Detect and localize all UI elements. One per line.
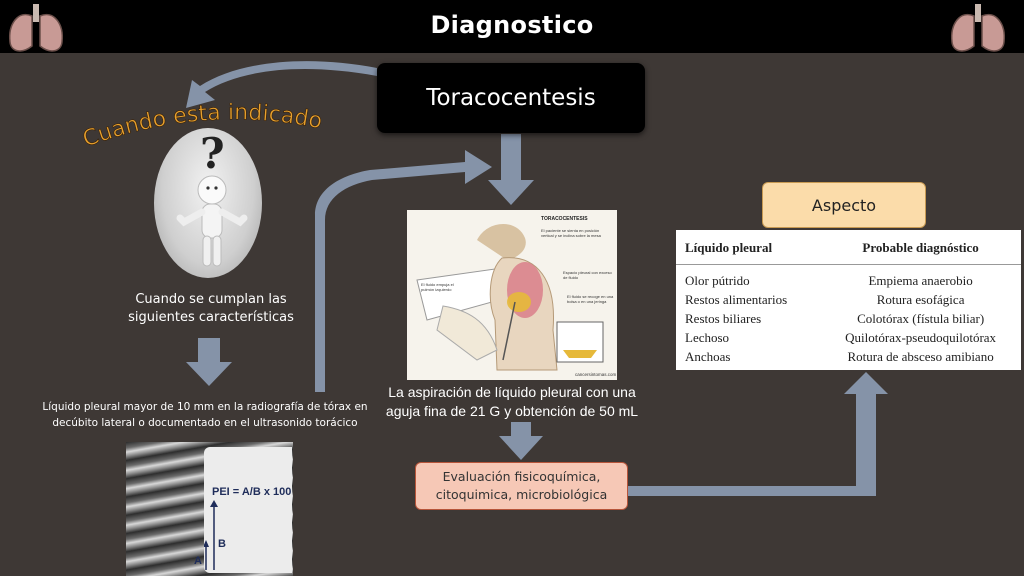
table-cell: Rotura de absceso amibiano [847, 349, 994, 364]
arrow-eval-to-table [626, 372, 888, 496]
table-cell: Lechoso [685, 330, 730, 345]
page-title: Diagnostico [430, 11, 594, 39]
arrow-to-question [186, 61, 377, 108]
table-row: Restos biliares Colotórax (fístula bilia… [676, 309, 1021, 328]
arrow-down-main [488, 134, 534, 205]
arrow-left-to-center [305, 150, 492, 392]
toracocentesis-box: Toracocentesis [377, 63, 645, 133]
table-cell: Quilotórax-pseudoquilotórax [845, 330, 997, 345]
table-header-row: Líquido pleural Probable diagnóstico [676, 230, 1021, 265]
illus-note-2: Espacio pleural con exceso de fluido [563, 270, 612, 280]
illus-note-1: El paciente se sienta en posición vertic… [541, 228, 601, 238]
evaluation-text: Evaluación fisicoquímica, citoquimica, m… [435, 469, 608, 502]
table-cell: Restos alimentarios [685, 292, 788, 307]
table-row: Olor pútrido Empiema anaerobio [676, 265, 1021, 291]
illustration-caption: La aspiración de líquido pleural con una… [385, 384, 639, 419]
table-cell: Restos biliares [685, 311, 762, 326]
evaluation-box: Evaluación fisicoquímica, citoquimica, m… [415, 462, 628, 510]
table-cell: Olor pútrido [685, 273, 750, 288]
arrow-down-criteria [186, 338, 232, 386]
table-cell: Rotura esofágica [876, 292, 965, 307]
lungs-icon [951, 4, 1005, 52]
thinking-person-image: ? [154, 128, 262, 278]
illus-source: cancersintomas.com [575, 372, 617, 377]
table-cell: Colotórax (fístula biliar) [857, 311, 985, 326]
table-row: Anchoas Rotura de absceso amibiano [676, 347, 1021, 366]
table-row: Lechoso Quilotórax-pseudoquilotórax [676, 328, 1021, 347]
xray-formula: PEI = A/B x 100 [212, 486, 292, 498]
table-row: Restos alimentarios Rotura esofágica [676, 290, 1021, 309]
pleural-fluid-table: Líquido pleural Probable diagnóstico Olo… [676, 230, 1021, 370]
xray-measure-lines [204, 500, 218, 570]
aspect-box: Aspecto [762, 182, 926, 228]
xray-label-a: A [194, 555, 202, 567]
illus-note-3: El fluido empuja el pulmón izquierdo [421, 282, 454, 292]
table-header-diagnosis: Probable diagnóstico [819, 230, 1021, 265]
illus-title: TORACOCENTESIS [541, 216, 588, 222]
arrow-down-caption [499, 422, 543, 460]
table-cell: Empiema anaerobio [868, 273, 973, 288]
table-header-fluid: Líquido pleural [676, 230, 820, 265]
criteria-intro: Cuando se cumplan las siguientes caracte… [128, 292, 294, 325]
xray-label-b: B [218, 538, 226, 550]
lungs-icon [9, 4, 63, 52]
table-cell: Anchoas [685, 349, 731, 364]
thoracentesis-illustration: TORACOCENTESIS El paciente se sienta en … [407, 210, 617, 380]
illus-note-4: El fluido se recoge en una bolsa o en un… [567, 294, 614, 304]
svg-text:?: ? [200, 129, 225, 178]
header-bar [0, 0, 1024, 53]
criteria-detail: Líquido pleural mayor de 10 mm en la rad… [42, 401, 368, 429]
xray-lung-field [204, 447, 292, 573]
